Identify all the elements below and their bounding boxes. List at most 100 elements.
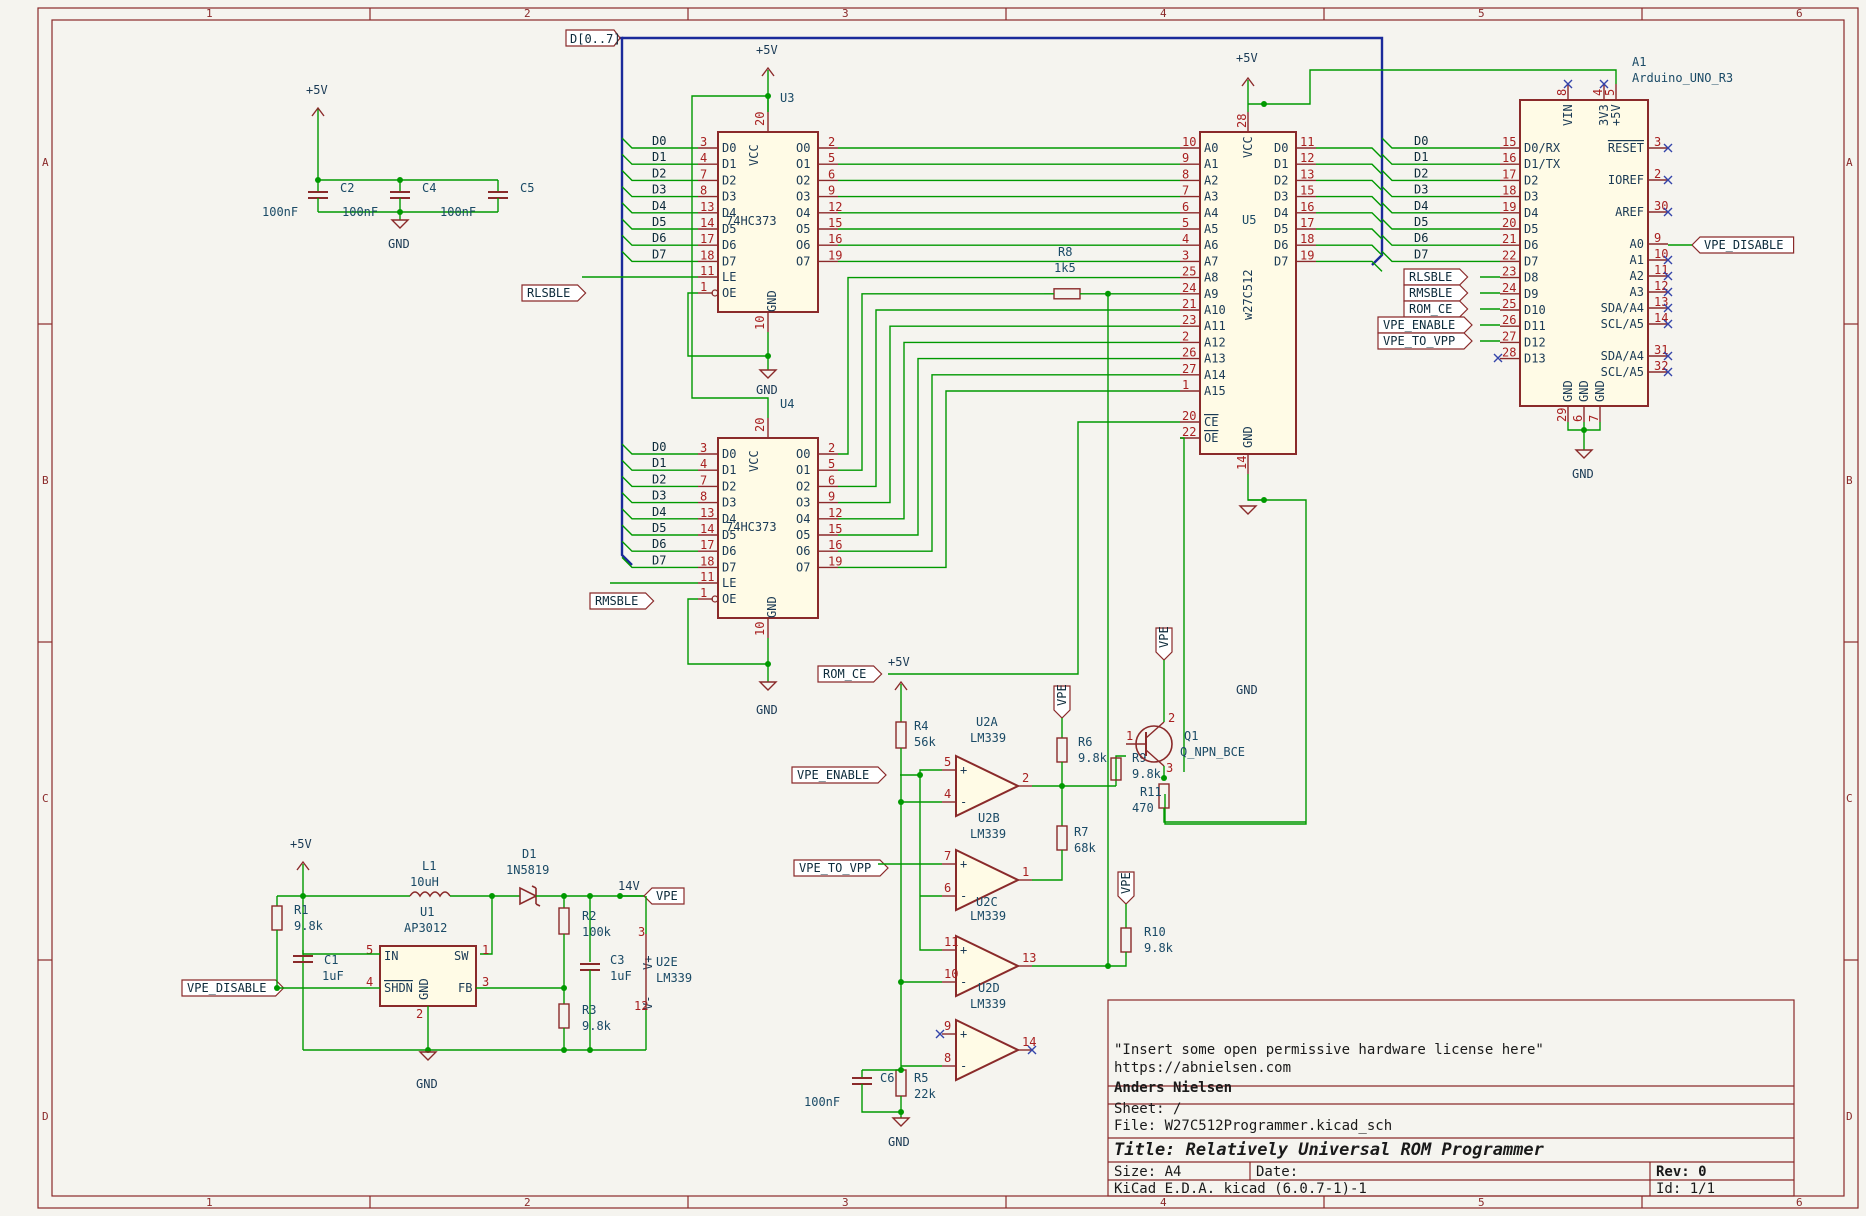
oe-pin-label: OE	[722, 592, 736, 606]
comparator-input-sign: +	[960, 943, 967, 957]
arduino-top-label: 3V3	[1597, 104, 1611, 126]
net-label-d: D3	[652, 183, 666, 197]
arduino-type: Arduino_UNO_R3	[1632, 71, 1733, 85]
r10-resistor	[1120, 927, 1132, 953]
q-pin-number: 16	[828, 538, 842, 552]
junction-dot	[561, 985, 567, 991]
arduino-data-wire	[1381, 153, 1500, 165]
rom-data-label: D2	[1274, 173, 1288, 187]
junction-dot	[765, 93, 771, 99]
u4-to-rom-addr	[838, 276, 1180, 455]
svg-text:D[0..7]: D[0..7]	[570, 32, 621, 46]
arduino-top-number: 5	[1603, 89, 1617, 96]
rom-addr-number: 21	[1182, 297, 1196, 311]
divider-gnd-power: GND	[888, 1135, 910, 1149]
d-pin-number: 3	[700, 135, 707, 149]
junction-dot	[274, 985, 280, 991]
net-label-d: D1	[652, 150, 666, 164]
size-text: Size: A4	[1114, 1164, 1181, 1180]
d-pin-label: D4	[722, 206, 736, 220]
rom-addr-label: A2	[1204, 173, 1218, 187]
w	[919, 775, 942, 951]
r8-ref: R8	[1058, 245, 1072, 259]
q-pin-number: 9	[828, 184, 835, 198]
arduino-top-number: 8	[1555, 89, 1569, 96]
arduino-gnd-label: GND	[1593, 380, 1607, 402]
no-connect-mark	[1663, 255, 1673, 265]
comparator-body	[955, 934, 1021, 998]
l1-value: 10uH	[410, 875, 439, 889]
u1-pin-number: 2	[416, 1007, 423, 1021]
cap-ref: C5	[520, 181, 534, 195]
label-vpe-to-vpp-shape	[793, 859, 889, 877]
r6-ref: R6	[1078, 735, 1092, 749]
q1-value: Q_NPN_BCE	[1180, 745, 1245, 759]
label-rmsble-shape	[589, 592, 655, 610]
latch-ref: U4	[780, 397, 794, 411]
rom-data-label: D6	[1274, 238, 1288, 252]
d-pin-label: D7	[722, 254, 736, 268]
rom-addr-label: A3	[1204, 190, 1218, 204]
u1-in-label: IN	[384, 949, 398, 963]
label-rom-ce-shape	[817, 665, 883, 683]
tool-text: KiCad E.D.A. kicad (6.0.7-1)-1	[1114, 1181, 1367, 1197]
junction-dot	[587, 1047, 593, 1053]
rom-addr-label: A14	[1204, 368, 1226, 382]
junction-dot	[617, 893, 623, 899]
r5-value: 22k	[914, 1087, 936, 1101]
arduino-right-label: A1	[1630, 253, 1644, 267]
ruler-row-label: A	[1846, 156, 1853, 169]
r7-value: 68k	[1074, 841, 1096, 855]
label-vpe-disable-shape	[181, 979, 285, 997]
rom-data-number: 17	[1300, 216, 1314, 230]
arduino-left-number: 19	[1502, 200, 1516, 214]
u2e-ref: U2E	[656, 955, 678, 969]
arduino-left-number: 24	[1502, 281, 1516, 295]
d1-ref: D1	[522, 847, 536, 861]
arduino-body	[1519, 99, 1649, 407]
u1-shdn-label: SHDN	[384, 981, 413, 995]
q-pin-label: O1	[796, 157, 810, 171]
label-vpe-disable-arduino: VPE_DISABLE	[1704, 238, 1783, 252]
l1-ref: L1	[422, 859, 436, 873]
comparator-pin-number: 14	[1022, 1035, 1036, 1049]
arduino-gnd-label: GND	[1561, 380, 1575, 402]
junction-dot	[898, 799, 904, 805]
arduino-right-number: 2	[1654, 167, 1661, 181]
q-pin-number: 6	[828, 167, 835, 181]
q1-pin-number: 1	[1126, 729, 1133, 743]
bus-entry-wire	[621, 508, 698, 520]
label-rmsble: RMSBLE	[595, 594, 638, 608]
ruler-row-label: C	[42, 792, 49, 805]
u4-to-rom-addr	[838, 325, 1180, 504]
vpe-label-boost: VPE	[656, 889, 678, 903]
gnd-pin-number: 10	[753, 622, 767, 636]
u1-gnd-label: GND	[417, 978, 431, 1000]
arduino-data-wire	[1381, 202, 1500, 214]
d-pin-number: 4	[700, 457, 707, 471]
cap-ref: C2	[340, 181, 354, 195]
u1-fb-label: FB	[458, 981, 472, 995]
arduino-top-number: 4	[1591, 89, 1605, 96]
ruler-col-label: 6	[1796, 7, 1803, 20]
d1-diode	[519, 886, 538, 906]
arduino-top-label: VIN	[1561, 104, 1575, 126]
no-connect-mark	[1663, 143, 1673, 153]
arduino-left-number: 26	[1502, 313, 1516, 327]
arduino-uno: A1Arduino_UNO_R3D0/RX15D1/TX16D217D318D4…	[1493, 55, 1733, 481]
u2d-ref: U2D	[978, 981, 1000, 995]
u2e-type: LM339	[656, 971, 692, 985]
label-rmsble-arduino-shape	[1403, 284, 1469, 302]
vpe-label-r10-shape	[1117, 871, 1135, 905]
rom-addr-number: 23	[1182, 313, 1196, 327]
divider-vcc-power: +5V	[888, 655, 910, 669]
url-text: https://abnielsen.com	[1114, 1060, 1291, 1076]
bus-entry-wire	[621, 234, 698, 246]
q-pin-label: O0	[796, 447, 810, 461]
date-text: Date:	[1256, 1164, 1298, 1180]
arduino-data-wire	[1381, 250, 1500, 263]
arduino-left-number: 22	[1502, 248, 1516, 262]
rom-addr-label: A4	[1204, 206, 1218, 220]
d-pin-number: 17	[700, 232, 714, 246]
